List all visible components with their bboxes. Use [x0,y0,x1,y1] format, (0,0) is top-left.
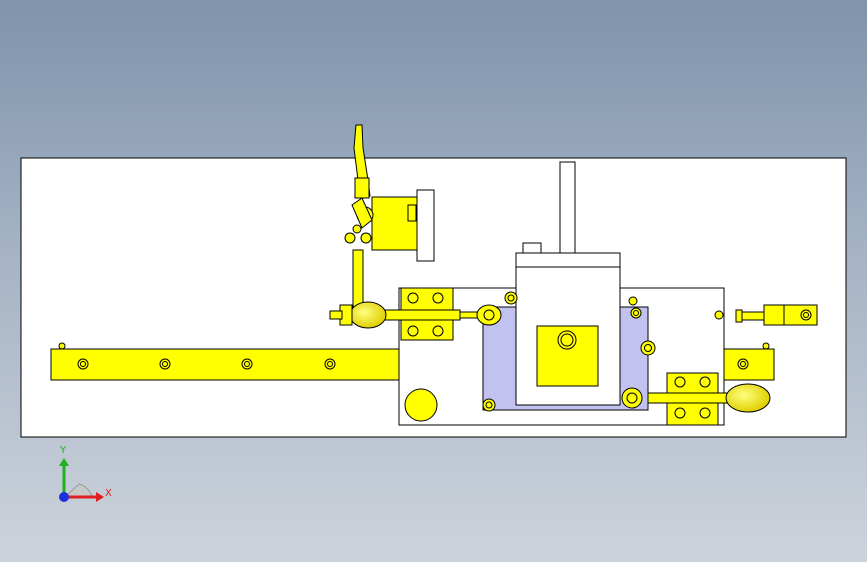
x-axis-arrow [96,492,104,502]
rail-hole [324,358,336,370]
right-tab[interactable] [723,342,775,381]
detached-pin[interactable] [735,304,818,326]
rail-hole [159,358,171,370]
bolt [630,307,642,319]
y-axis-label: Y [59,445,67,456]
y-axis-arrow [59,458,69,466]
vertical-toggle-clamp[interactable] [344,124,435,309]
bolt [628,296,638,306]
coordinate-triad: X Y [59,445,112,502]
bolt [640,340,656,356]
bolt [714,310,724,320]
rail-hole [241,358,253,370]
triad-arc [63,483,93,498]
rail-hole [77,358,89,370]
horizontal-toggle-clamp-left[interactable] [329,287,502,341]
z-axis-dot [59,492,69,502]
horizontal-toggle-clamp-right[interactable] [621,372,771,426]
x-axis-label: X [105,488,112,499]
clamp-tower[interactable] [515,161,621,406]
round-locator[interactable] [404,388,438,422]
bolt [504,291,518,305]
bolt [482,398,496,412]
left-rail-bar[interactable] [50,342,412,381]
